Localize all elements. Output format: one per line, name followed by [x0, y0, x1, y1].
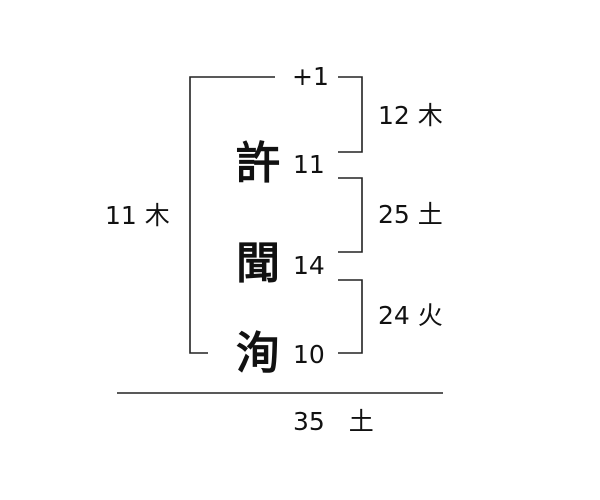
lower-grid-value: 24 — [378, 301, 410, 330]
middle-grid-element: 土 — [417, 200, 443, 229]
upper-grid-value: 12 — [378, 101, 410, 130]
name-char-3: 洵 — [236, 328, 280, 379]
total-grid-element: 土 — [348, 407, 374, 436]
upper-grid-label: 12 木 — [378, 102, 443, 130]
upper-grid-element: 木 — [417, 101, 443, 130]
lower-grid-element: 火 — [417, 301, 443, 330]
top-extra-number: +1 — [292, 62, 329, 91]
total-grid-label: 35 土 — [293, 408, 374, 436]
total-grid-value: 35 — [293, 407, 325, 436]
outer-bracket — [189, 76, 275, 354]
middle-grid-value: 25 — [378, 200, 410, 229]
stroke-count-1: 11 — [293, 150, 325, 179]
outer-grid-label: 11 木 — [105, 202, 170, 230]
name-char-1: 許 — [236, 138, 280, 189]
outer-grid-value: 11 — [105, 201, 137, 230]
stroke-count-3: 10 — [293, 340, 325, 369]
lower-grid-label: 24 火 — [378, 302, 443, 330]
upper-bracket — [338, 76, 363, 153]
stroke-count-2: 14 — [293, 251, 325, 280]
lower-bracket — [338, 279, 363, 354]
name-char-2: 聞 — [236, 238, 280, 289]
middle-grid-label: 25 土 — [378, 201, 443, 229]
outer-grid-element: 木 — [144, 201, 170, 230]
middle-bracket — [338, 177, 363, 253]
